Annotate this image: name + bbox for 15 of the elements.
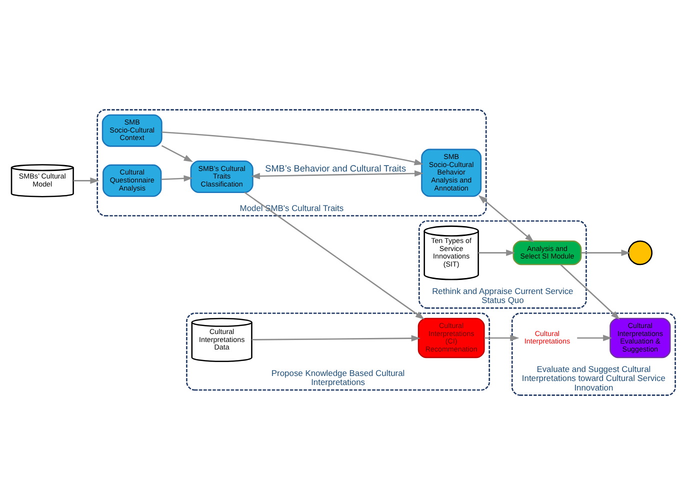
arrow bbox=[250, 170, 424, 179]
arrow bbox=[252, 334, 420, 342]
arrow bbox=[478, 249, 516, 256]
arrow bbox=[161, 144, 193, 162]
arrow bbox=[581, 249, 630, 256]
arrow bbox=[560, 264, 620, 320]
node-circle bbox=[628, 240, 653, 265]
arrow bbox=[577, 334, 612, 341]
arrow bbox=[162, 131, 424, 165]
arrow bbox=[244, 191, 425, 320]
arrow bbox=[161, 174, 193, 182]
edge-label: SMB’s Behavior and Cultural Traits bbox=[265, 163, 406, 174]
arrow bbox=[73, 176, 100, 184]
arrow bbox=[478, 194, 534, 242]
arrow bbox=[484, 334, 520, 341]
